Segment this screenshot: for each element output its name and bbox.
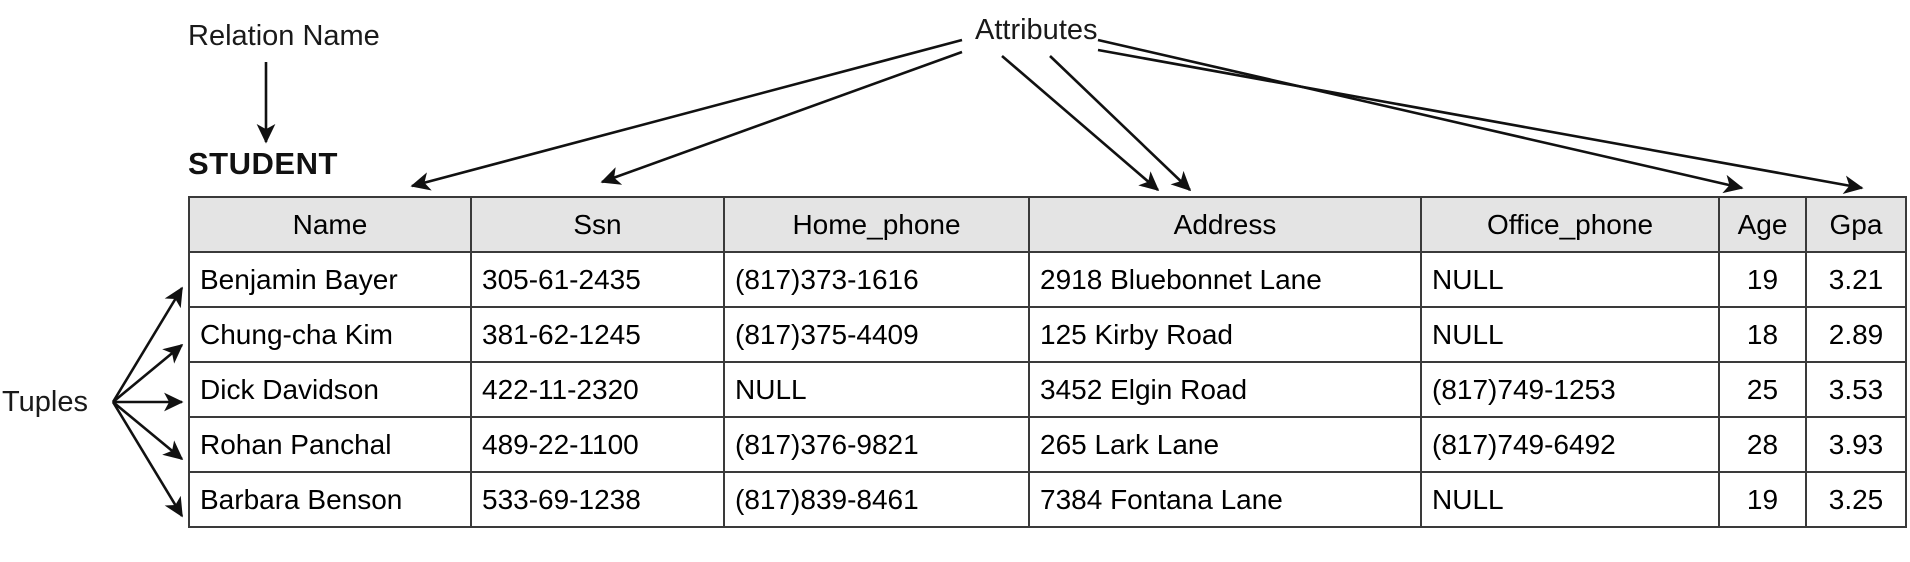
arrow-tuples-to-row-4 bbox=[112, 400, 184, 461]
column-header-address[interactable]: Address bbox=[1028, 196, 1422, 253]
cell-ssn: 422-11-2320 bbox=[470, 361, 725, 418]
cell-age: 25 bbox=[1718, 361, 1807, 418]
arrow-attributes-to-address bbox=[1049, 55, 1192, 192]
cell-name: Rohan Panchal bbox=[188, 416, 472, 473]
table-header-row: Name Ssn Home_phone Address Office_phone… bbox=[188, 196, 1907, 253]
arrow-attributes-to-home-phone bbox=[1001, 55, 1160, 192]
cell-age: 18 bbox=[1718, 306, 1807, 363]
table-row[interactable]: Dick Davidson 422-11-2320 NULL 3452 Elgi… bbox=[188, 361, 1907, 418]
cell-gpa: 3.93 bbox=[1805, 416, 1907, 473]
arrow-attributes-to-office-phone bbox=[1097, 38, 1744, 194]
cell-gpa: 2.89 bbox=[1805, 306, 1907, 363]
cell-home-phone: NULL bbox=[723, 361, 1030, 418]
cell-name: Chung-cha Kim bbox=[188, 306, 472, 363]
arrow-tuples-to-row-5 bbox=[111, 401, 184, 518]
cell-gpa: 3.21 bbox=[1805, 251, 1907, 308]
arrow-tuples-to-row-2 bbox=[112, 343, 184, 404]
cell-home-phone: (817)376-9821 bbox=[723, 416, 1030, 473]
column-header-home-phone[interactable]: Home_phone bbox=[723, 196, 1030, 253]
cell-address: 2918 Bluebonnet Lane bbox=[1028, 251, 1422, 308]
table-row[interactable]: Benjamin Bayer 305-61-2435 (817)373-1616… bbox=[188, 251, 1907, 308]
cell-address: 265 Lark Lane bbox=[1028, 416, 1422, 473]
column-header-age[interactable]: Age bbox=[1718, 196, 1807, 253]
arrow-attributes-to-ssn bbox=[600, 50, 963, 185]
cell-office-phone: NULL bbox=[1420, 306, 1720, 363]
cell-age: 19 bbox=[1718, 471, 1807, 528]
relation-table-container: Name Ssn Home_phone Address Office_phone… bbox=[188, 196, 1907, 528]
relation-title: STUDENT bbox=[188, 146, 338, 181]
cell-office-phone: NULL bbox=[1420, 251, 1720, 308]
column-header-ssn[interactable]: Ssn bbox=[470, 196, 725, 253]
arrow-attributes-to-name bbox=[410, 38, 963, 191]
column-header-office-phone[interactable]: Office_phone bbox=[1420, 196, 1720, 253]
cell-name: Barbara Benson bbox=[188, 471, 472, 528]
cell-home-phone: (817)375-4409 bbox=[723, 306, 1030, 363]
cell-age: 19 bbox=[1718, 251, 1807, 308]
cell-address: 3452 Elgin Road bbox=[1028, 361, 1422, 418]
cell-address: 7384 Fontana Lane bbox=[1028, 471, 1422, 528]
cell-gpa: 3.25 bbox=[1805, 471, 1907, 528]
cell-home-phone: (817)839-8461 bbox=[723, 471, 1030, 528]
cell-office-phone: (817)749-1253 bbox=[1420, 361, 1720, 418]
cell-name: Dick Davidson bbox=[188, 361, 472, 418]
cell-home-phone: (817)373-1616 bbox=[723, 251, 1030, 308]
cell-gpa: 3.53 bbox=[1805, 361, 1907, 418]
cell-name: Benjamin Bayer bbox=[188, 251, 472, 308]
relation-name-annotation-label: Relation Name bbox=[188, 20, 380, 52]
cell-ssn: 489-22-1100 bbox=[470, 416, 725, 473]
table-row[interactable]: Rohan Panchal 489-22-1100 (817)376-9821 … bbox=[188, 416, 1907, 473]
cell-ssn: 533-69-1238 bbox=[470, 471, 725, 528]
table-row[interactable]: Chung-cha Kim 381-62-1245 (817)375-4409 … bbox=[188, 306, 1907, 363]
attributes-annotation-label: Attributes bbox=[975, 14, 1098, 46]
student-relation-table: Name Ssn Home_phone Address Office_phone… bbox=[188, 196, 1907, 528]
tuples-annotation-label: Tuples bbox=[2, 386, 88, 418]
arrow-attributes-to-age bbox=[1097, 48, 1864, 195]
table-row[interactable]: Barbara Benson 533-69-1238 (817)839-8461… bbox=[188, 471, 1907, 528]
cell-office-phone: NULL bbox=[1420, 471, 1720, 528]
column-header-name[interactable]: Name bbox=[188, 196, 472, 253]
cell-ssn: 305-61-2435 bbox=[470, 251, 725, 308]
cell-address: 125 Kirby Road bbox=[1028, 306, 1422, 363]
cell-ssn: 381-62-1245 bbox=[470, 306, 725, 363]
arrow-tuples-to-row-1 bbox=[111, 286, 184, 403]
column-header-gpa[interactable]: Gpa bbox=[1805, 196, 1907, 253]
cell-age: 28 bbox=[1718, 416, 1807, 473]
cell-office-phone: (817)749-6492 bbox=[1420, 416, 1720, 473]
